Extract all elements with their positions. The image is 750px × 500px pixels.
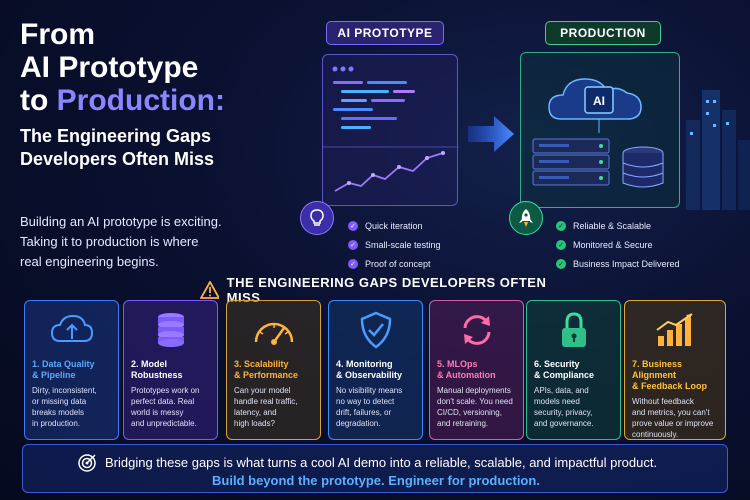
intro-line-1: Building an AI prototype is exciting. bbox=[20, 214, 222, 229]
bottom-banner: Bridging these gaps is what turns a cool… bbox=[22, 444, 728, 493]
section-heading: THE ENGINEERING GAPS DEVELOPERS OFTEN MI… bbox=[200, 275, 560, 305]
card-title: 5. MLOps& Automation bbox=[437, 359, 496, 380]
check-icon: ✓ bbox=[556, 258, 566, 269]
feature-item: ✓ Small-scale testing bbox=[348, 235, 441, 254]
card-title: 7. Business Alignment& Feedback Loop bbox=[632, 359, 708, 391]
subtitle-line-2: Developers Often Miss bbox=[20, 149, 215, 169]
feature-item: ✓ Business Impact Delivered bbox=[556, 254, 680, 273]
warning-icon bbox=[200, 281, 219, 299]
prototype-features: ✓ Quick iteration ✓ Small-scale testing ✓ P… bbox=[348, 216, 441, 273]
banner-line-1: Bridging these gaps is what turns a cool… bbox=[105, 455, 658, 470]
title-line-2: AI Prototype bbox=[20, 51, 199, 84]
feature-label: Proof of concept bbox=[365, 258, 431, 269]
check-icon: ✓ bbox=[348, 239, 358, 250]
check-icon: ✓ bbox=[556, 220, 566, 231]
target-icon bbox=[78, 454, 96, 472]
check-icon: ✓ bbox=[556, 239, 566, 250]
feature-label: Business Impact Delivered bbox=[573, 258, 680, 269]
code-window-illustration bbox=[323, 66, 459, 192]
hero-title: From AI Prototype to Production: The Eng… bbox=[20, 18, 310, 171]
intro-line-2: Taking it to production is where bbox=[20, 234, 199, 249]
refresh-icon bbox=[437, 307, 516, 353]
feature-label: Monitored & Secure bbox=[573, 239, 653, 250]
title-line-3: to Production: bbox=[20, 84, 310, 117]
subtitle: The Engineering Gaps Developers Often Mi… bbox=[20, 125, 310, 171]
title-line-3-plain: to bbox=[20, 84, 57, 117]
prototype-badge: AI PROTOTYPE bbox=[326, 21, 444, 45]
banner-line-2: Build beyond the prototype. Engineer for… bbox=[212, 473, 540, 488]
gap-card-business-alignment: 7. Business Alignment& Feedback Loop Wit… bbox=[624, 300, 726, 440]
subtitle-line-1: The Engineering Gaps bbox=[20, 126, 212, 146]
rocket-icon bbox=[509, 201, 543, 235]
feature-item: ✓ Proof of concept bbox=[348, 254, 441, 273]
lock-icon bbox=[534, 307, 613, 353]
feature-item: ✓ Quick iteration bbox=[348, 216, 441, 235]
card-title: 3. Scalability& Performance bbox=[234, 359, 299, 380]
title-highlight: Production: bbox=[56, 84, 225, 117]
gap-card-data-quality: 1. Data Quality& Pipeline Dirty, inconsi… bbox=[24, 300, 119, 440]
gauge-icon bbox=[234, 307, 313, 353]
check-icon: ✓ bbox=[348, 220, 358, 231]
title-line-1: From bbox=[20, 18, 95, 51]
lightbulb-icon bbox=[300, 201, 334, 235]
ai-chip-label: AI bbox=[593, 94, 605, 108]
feature-item: ✓ Reliable & Scalable bbox=[556, 216, 680, 235]
growth-chart-icon bbox=[632, 307, 718, 353]
cloud-upload-icon bbox=[32, 307, 111, 353]
card-title: 6. Security& Compliance bbox=[534, 359, 595, 380]
feature-label: Quick iteration bbox=[365, 220, 423, 231]
database-icon bbox=[131, 307, 210, 353]
production-panel: AI bbox=[520, 52, 680, 208]
gap-card-scalability: 3. Scalability& Performance Can your mod… bbox=[226, 300, 321, 440]
feature-label: Small-scale testing bbox=[365, 239, 441, 250]
intro-line-3: real engineering begins. bbox=[20, 254, 159, 269]
feature-item: ✓ Monitored & Secure bbox=[556, 235, 680, 254]
right-arrow-icon bbox=[468, 116, 514, 152]
shield-check-icon bbox=[336, 307, 415, 353]
cloud-infrastructure-illustration: AI bbox=[532, 78, 664, 188]
production-badge: PRODUCTION bbox=[545, 21, 661, 45]
check-icon: ✓ bbox=[348, 258, 358, 269]
city-skyline-illustration bbox=[686, 90, 750, 210]
card-title: 4. Monitoring& Observability bbox=[336, 359, 403, 380]
production-features: ✓ Reliable & Scalable ✓ Monitored & Secure… bbox=[556, 216, 680, 273]
feature-label: Reliable & Scalable bbox=[573, 220, 652, 231]
intro-text: Building an AI prototype is exciting. Ta… bbox=[20, 212, 280, 272]
prototype-panel bbox=[322, 54, 459, 206]
card-title: 1. Data Quality& Pipeline bbox=[32, 359, 95, 380]
gap-card-monitoring: 4. Monitoring& Observability No visibili… bbox=[328, 300, 423, 440]
